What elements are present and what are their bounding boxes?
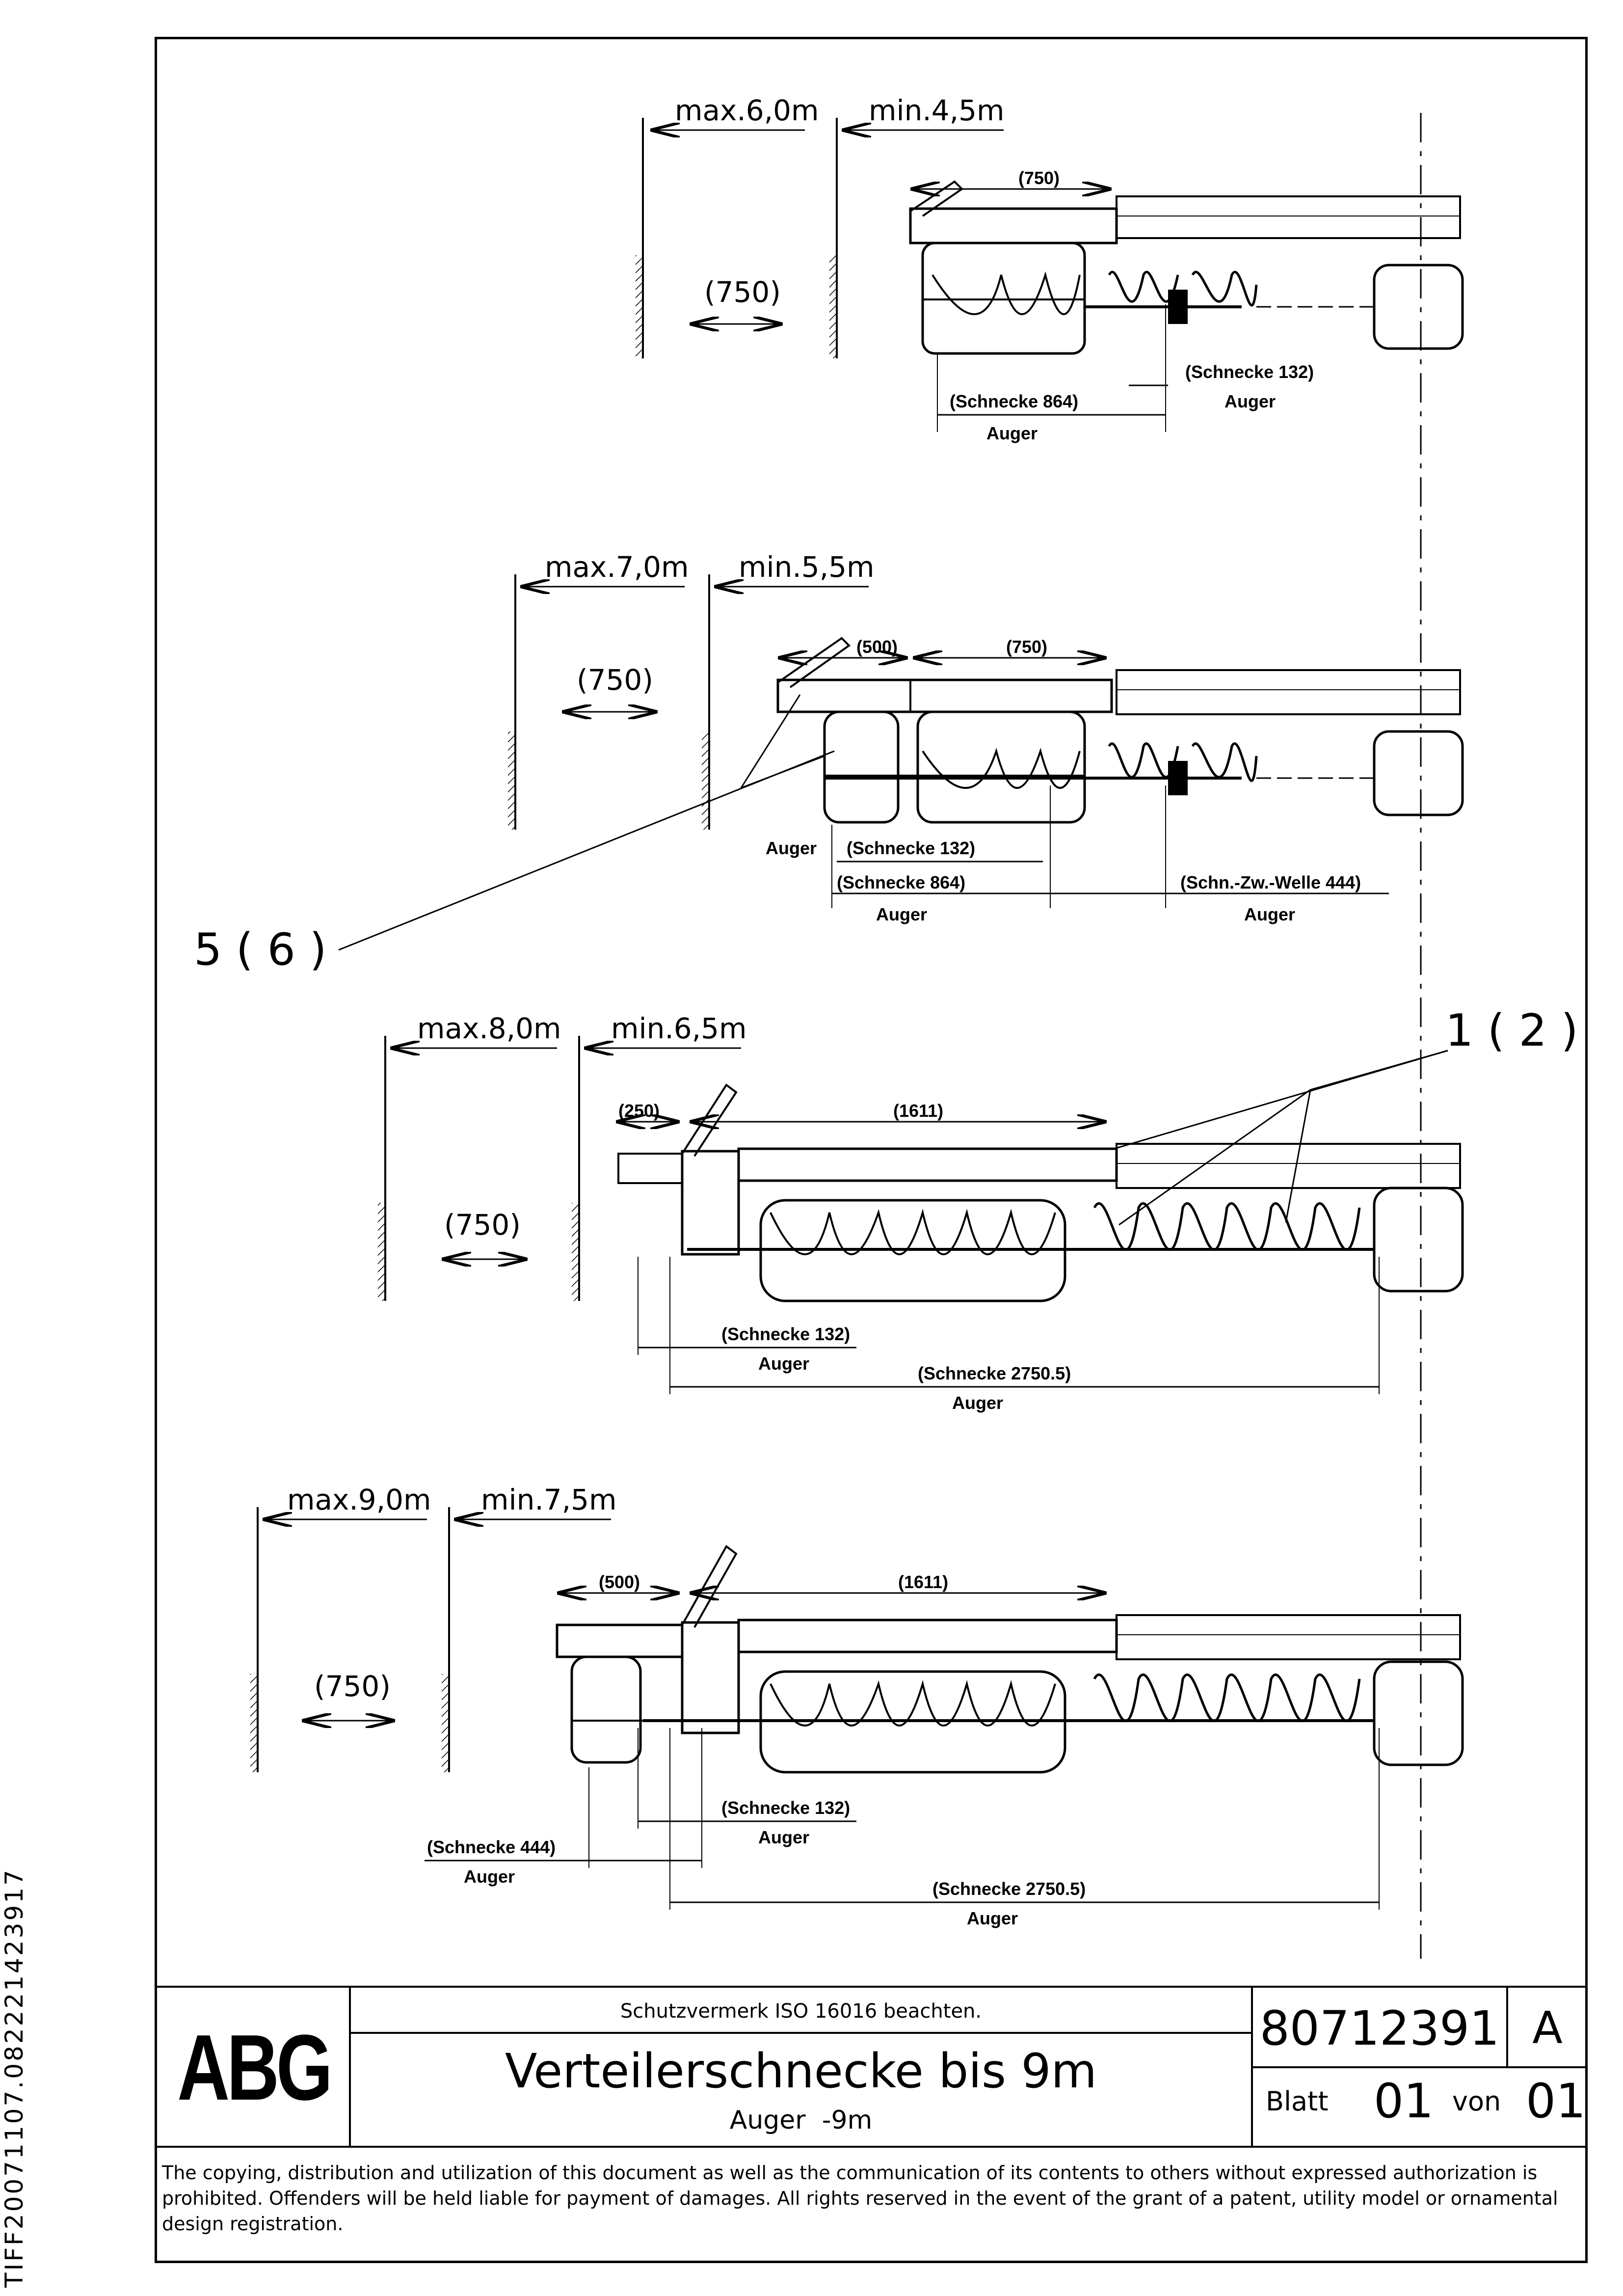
stage-3-top-dim-2: (1611)	[893, 1101, 943, 1121]
stage-4-label-f: Auger	[967, 1908, 1018, 1928]
stage-4	[250, 1507, 1464, 1910]
stage-2-min-label: min.5,5m	[739, 550, 875, 584]
stage-2-label-f: Auger	[1244, 904, 1295, 924]
stage-3-min-label: min.6,5m	[611, 1012, 747, 1045]
callout-left: 5 ( 6 )	[194, 924, 327, 975]
stage-1-label-d: Auger	[1224, 391, 1276, 411]
copyright-footer: The copying, distribution and utilizatio…	[162, 2162, 1558, 2235]
drawing-subtitle: Auger -9m	[729, 2106, 873, 2135]
stage-3-max-label: max.8,0m	[417, 1012, 561, 1045]
stage-2-top-dim-2: (750)	[1006, 637, 1047, 657]
sheet-label: Blatt	[1266, 2086, 1329, 2117]
stage-2-label-e: (Schn.-Zw.-Welle 444)	[1180, 872, 1361, 892]
stage-2-label-d: Auger	[876, 904, 927, 924]
sheet-number: 01	[1374, 2074, 1434, 2129]
drawing-title: Verteilerschnecke bis 9m	[505, 2044, 1097, 2099]
stage-2-top-dim-1: (500)	[856, 637, 898, 657]
stage-1-label-b: Auger	[986, 423, 1038, 443]
protection-notice: Schutzvermerk ISO 16016 beachten.	[620, 1999, 982, 2023]
stage-1-top-dim: (750)	[1018, 168, 1060, 188]
stage-1-min-label: min.4,5m	[869, 94, 1005, 127]
revision: A	[1532, 2002, 1563, 2054]
stage-2	[338, 574, 1464, 951]
stage-2-label-c: (Schnecke 864)	[837, 872, 965, 892]
sheet-total: 01	[1526, 2074, 1586, 2129]
stage-1-max-label: max.6,0m	[675, 94, 819, 127]
stage-3-width-label: (750)	[444, 1208, 521, 1242]
stage-3-top-dim-1: (250)	[618, 1101, 660, 1121]
stage-4-label-a: (Schnecke 132)	[721, 1798, 850, 1818]
drawing-frame	[155, 37, 1588, 2263]
callout-right: 1 ( 2 )	[1445, 1005, 1578, 1056]
stage-1-width-label: (750)	[704, 275, 781, 309]
stage-1-label-c: (Schnecke 132)	[1185, 362, 1314, 382]
stage-1-label-a: (Schnecke 864)	[950, 391, 1078, 411]
title-block: ABG Schutzvermerk ISO 16016 beachten. Ve…	[155, 1986, 1588, 2148]
stage-4-label-c: (Schnecke 444)	[427, 1837, 556, 1857]
stage-3-label-b: Auger	[758, 1353, 809, 1374]
of-label: von	[1452, 2086, 1501, 2117]
stage-2-label-a: Auger	[766, 838, 817, 858]
stage-2-width-label: (750)	[577, 663, 653, 697]
stage-3-label-a: (Schnecke 132)	[721, 1324, 850, 1344]
stage-3-label-c: (Schnecke 2750.5)	[918, 1363, 1071, 1383]
stage-2-label-b: (Schnecke 132)	[847, 838, 975, 858]
stage-4-top-dim-2: (1611)	[898, 1572, 948, 1592]
stage-4-top-dim-1: (500)	[599, 1572, 640, 1592]
stage-4-label-e: (Schnecke 2750.5)	[932, 1879, 1086, 1899]
stage-2-max-label: max.7,0m	[545, 550, 689, 584]
drawing-number: 80712391	[1259, 2000, 1500, 2056]
stage-4-label-d: Auger	[464, 1866, 515, 1887]
stage-3	[378, 1036, 1464, 1394]
stage-4-max-label: max.9,0m	[287, 1483, 431, 1516]
stage-1	[636, 118, 1464, 432]
stage-4-min-label: min.7,5m	[481, 1483, 617, 1516]
stage-4-label-b: Auger	[758, 1827, 809, 1847]
stage-4-width-label: (750)	[314, 1670, 391, 1703]
abg-logo: ABG	[177, 2015, 333, 2120]
stage-3-label-d: Auger	[952, 1393, 1003, 1413]
